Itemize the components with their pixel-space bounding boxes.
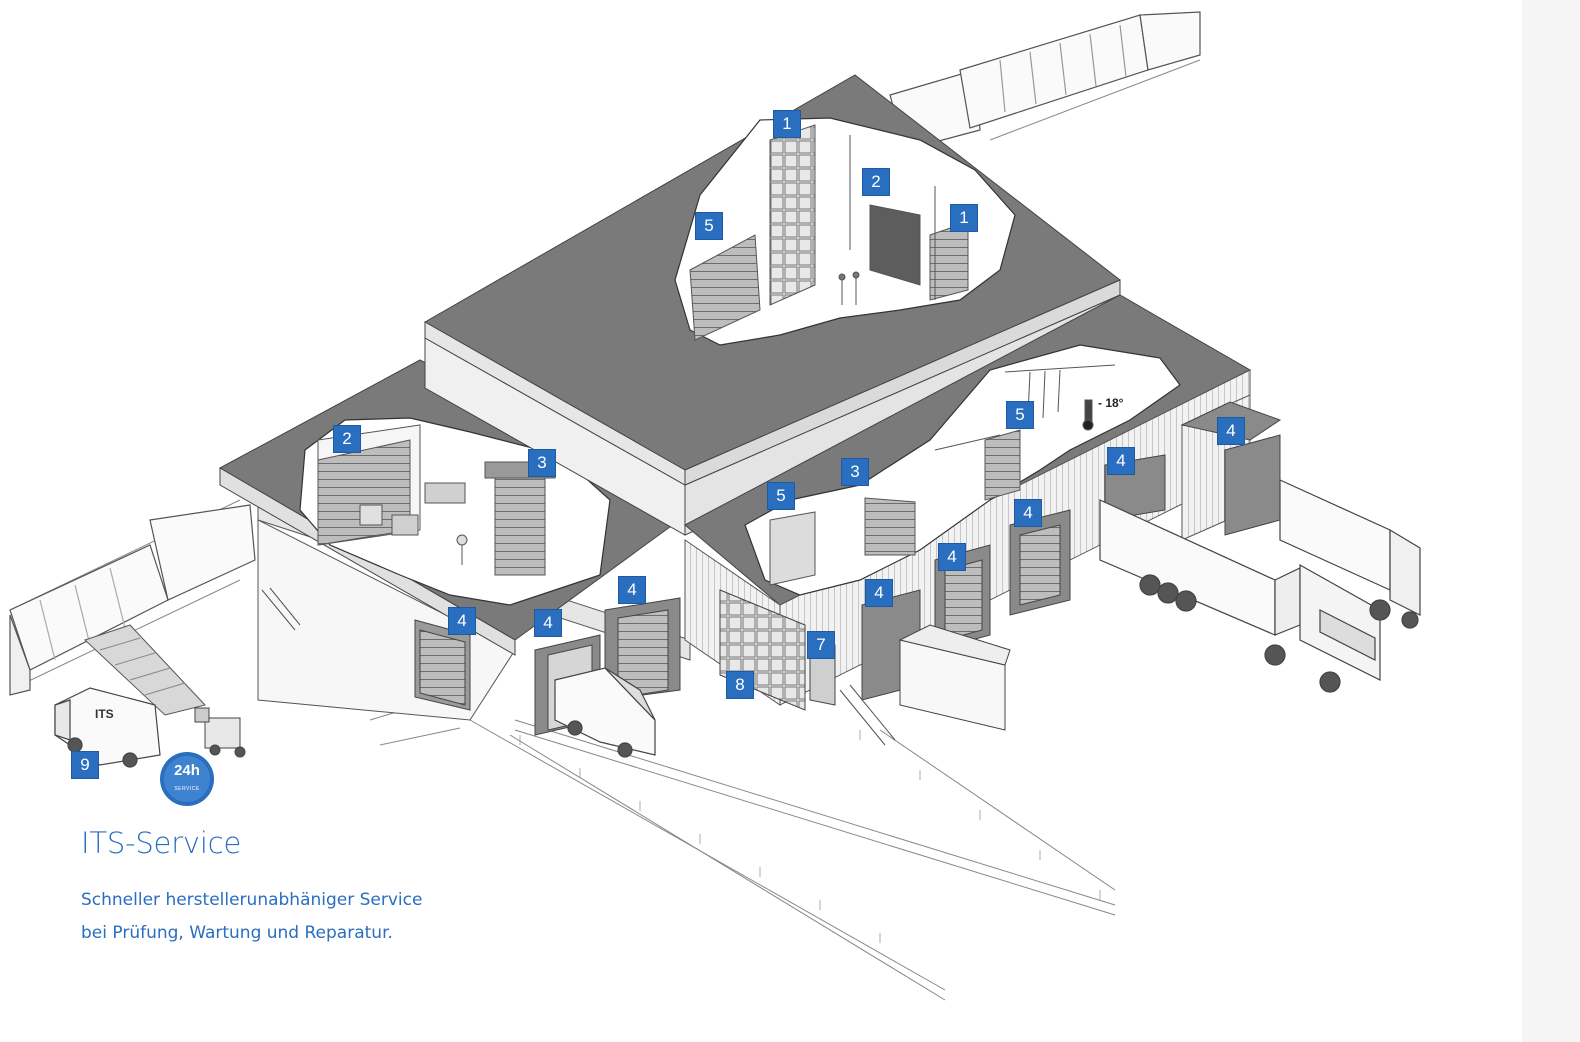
left-interior	[317, 424, 556, 576]
right-roof-cutout	[744, 344, 1181, 596]
marker-8[interactable]: 8	[727, 672, 753, 698]
train-top	[889, 11, 1201, 151]
marker-1-top-right[interactable]: 1	[951, 205, 977, 231]
its-service-van	[54, 687, 161, 768]
page-edge-strip	[1522, 0, 1580, 1042]
badge-ring	[164, 756, 210, 802]
service-description-line-1: Schneller herstellerunabhäniger Service	[81, 890, 423, 910]
marker-4-right-3[interactable]: 4	[939, 544, 965, 570]
badge-sub-text: SERVICE	[174, 786, 200, 792]
badge-main-text: 24h	[174, 762, 200, 779]
marker-4-right-4[interactable]: 4	[866, 580, 892, 606]
truck-trailer-1	[1099, 499, 1381, 693]
van-lettering: ITS	[95, 707, 114, 721]
train-left	[9, 504, 256, 696]
service-description: Schneller herstellerunabhäniger Service …	[81, 884, 422, 950]
marker-4-front-1[interactable]: 4	[619, 577, 645, 603]
marker-7[interactable]: 7	[808, 632, 834, 658]
dock-doors-front	[414, 454, 1166, 736]
marker-2-top[interactable]: 2	[863, 169, 889, 195]
marker-2-left[interactable]: 2	[334, 426, 360, 452]
marker-3-mid[interactable]: 3	[842, 459, 868, 485]
temperature-label: - 18°	[1098, 396, 1124, 410]
marker-4-front-3[interactable]: 4	[449, 608, 475, 634]
service-title: ITS-Service	[81, 826, 242, 860]
loading-ramp	[84, 624, 206, 716]
marker-1-top-left[interactable]: 1	[774, 111, 800, 137]
forklift	[194, 707, 246, 758]
service-description-line-2: bei Prüfung, Wartung und Reparatur.	[81, 923, 393, 943]
van-front	[554, 667, 656, 758]
stairs	[261, 587, 896, 746]
ground-lines	[369, 704, 1116, 1001]
marker-5-cold[interactable]: 5	[1007, 402, 1033, 428]
marker-4-right-2[interactable]: 4	[1015, 500, 1041, 526]
marker-5-mid[interactable]: 5	[768, 483, 794, 509]
marker-4-front-2[interactable]: 4	[535, 610, 561, 636]
railing	[519, 730, 1101, 943]
right-interior	[769, 364, 1116, 586]
marker-4-right-1[interactable]: 4	[1108, 448, 1134, 474]
upper-interior	[689, 124, 969, 341]
24h-service-icon[interactable]: 24h SERVICE	[160, 752, 214, 806]
truck-trailer-2	[1279, 479, 1421, 629]
marker-4-annex[interactable]: 4	[1218, 418, 1244, 444]
marker-5-top[interactable]: 5	[696, 213, 722, 239]
marker-9[interactable]: 9	[72, 752, 98, 778]
marker-3-left[interactable]: 3	[529, 450, 555, 476]
